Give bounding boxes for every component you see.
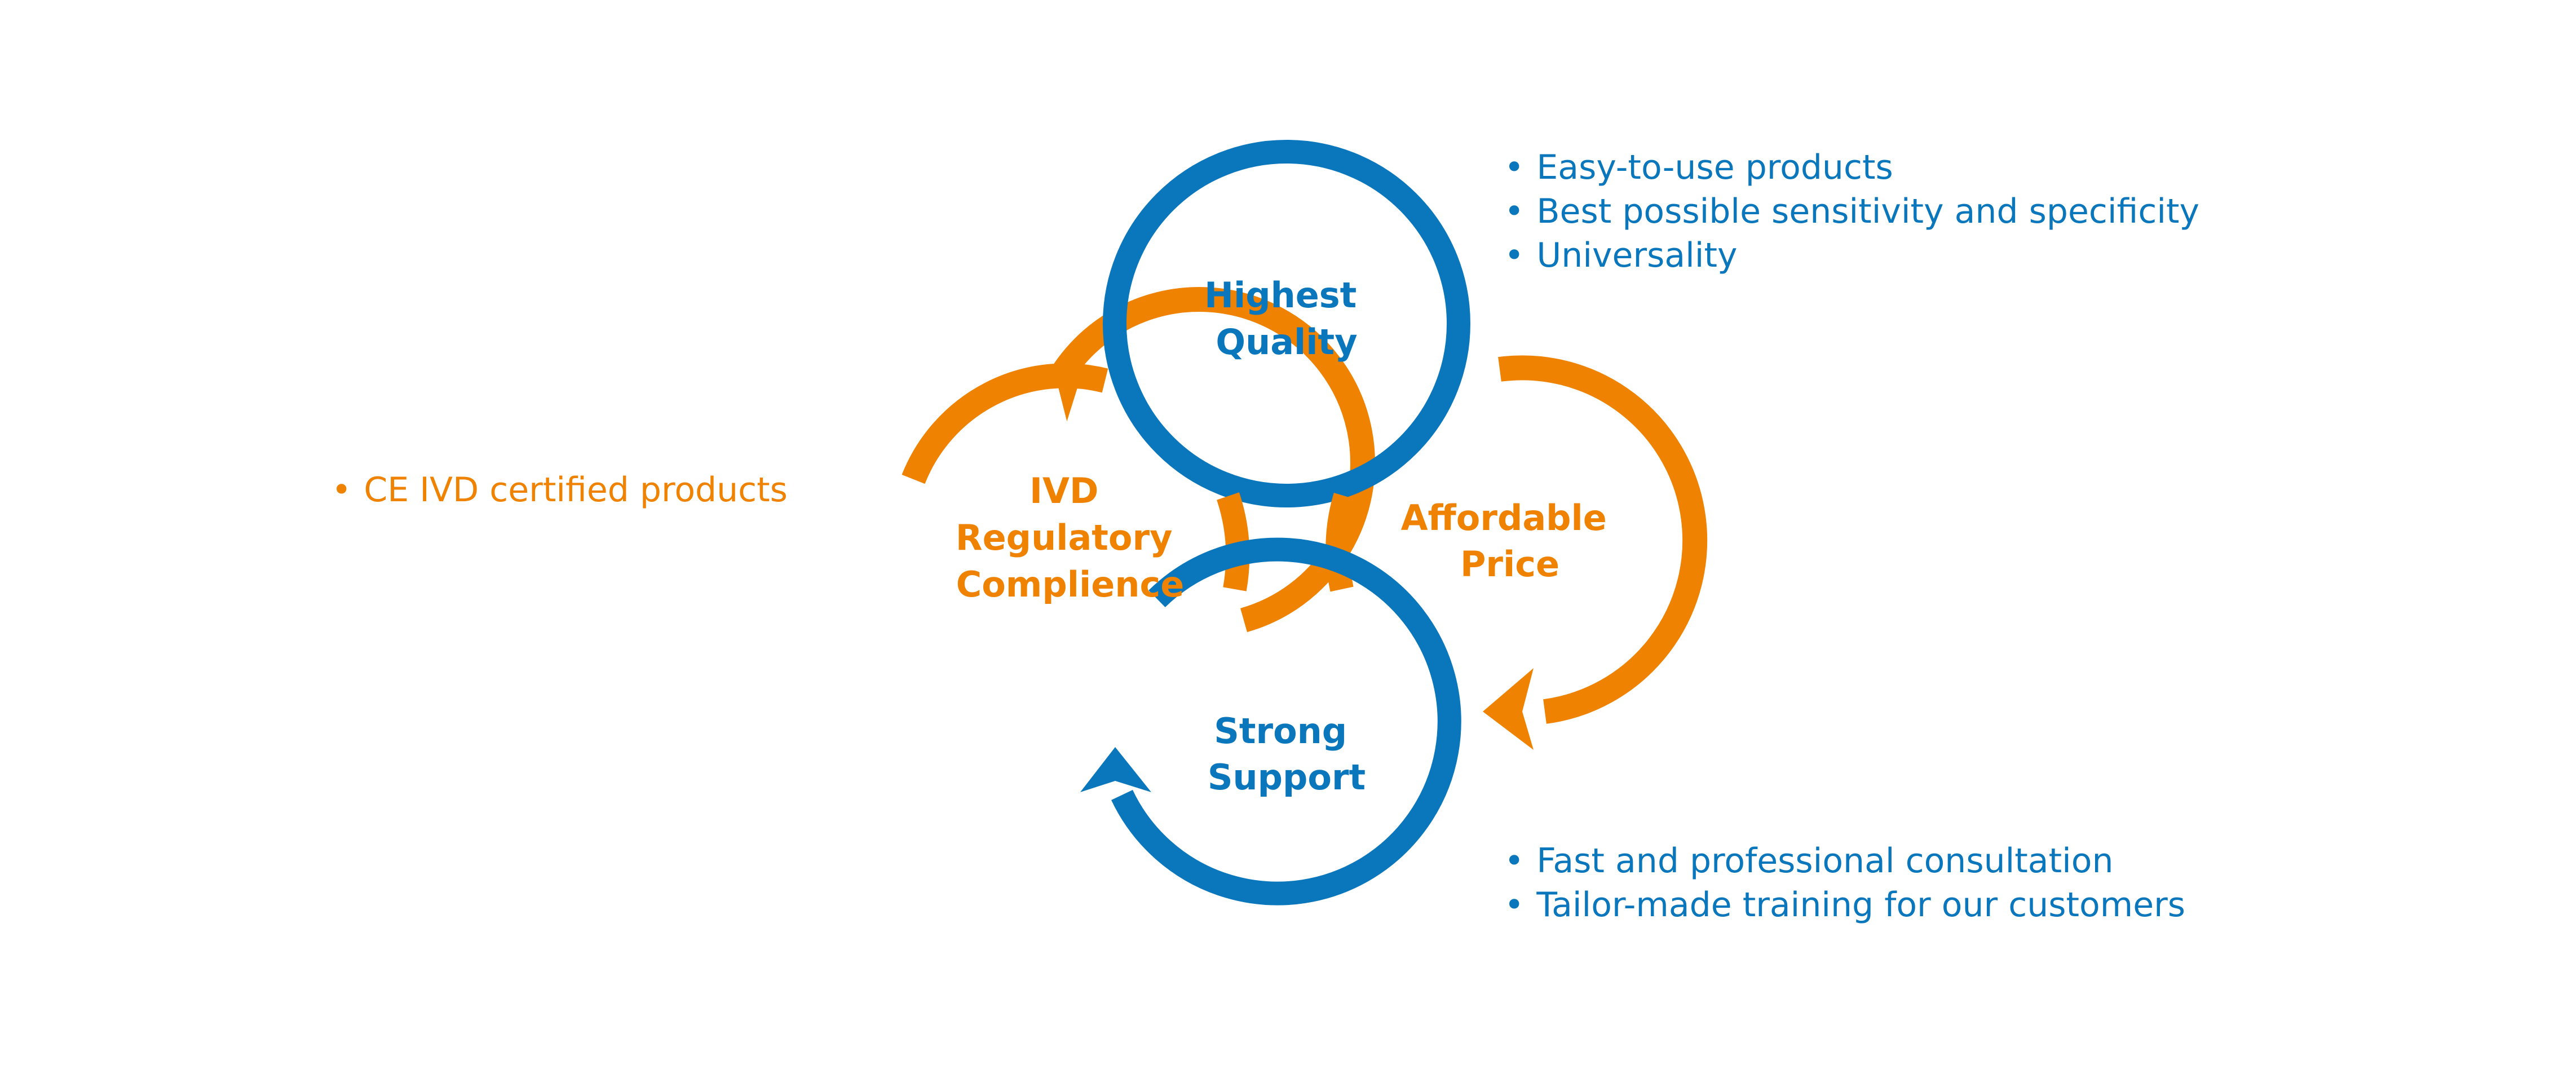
compliance-label-line: Regulatory [956,517,1173,558]
compliance-arrowhead-icon [1022,359,1086,422]
support-label-line: Strong [1214,710,1347,752]
quality-label-line: Quality [1216,321,1357,363]
price-label-line: Price [1460,544,1559,585]
quality-ring [1103,140,1470,507]
quality-bullet-list: Easy-to-use products Best possible sensi… [1504,145,2199,277]
price-arrowhead-icon [1483,668,1534,750]
quality-label: Highest Quality [1204,275,1369,363]
price-connector [1325,492,1357,592]
bullet-item: Universality [1504,233,2199,277]
compliance-connector [1217,492,1250,591]
bullet-item: Easy-to-use products [1504,145,2199,189]
compliance-label-line: Complience [956,564,1185,605]
support-arrowhead-icon [1080,747,1151,792]
support-ring [1080,537,1461,906]
support-label: Strong Support [1208,710,1366,798]
price-label: Affordable Price [1401,497,1619,585]
compliance-label: IVD Regulatory Complience [956,470,1185,605]
support-bullet-list: Fast and professional consultation Tailo… [1504,839,2185,927]
price-ring [1483,355,1708,750]
compliance-label-line: IVD [1029,470,1099,511]
bullet-item: CE IVD certified products [332,468,788,512]
price-arc [1498,355,1708,724]
quality-label-line: Highest [1204,275,1357,316]
support-label-line: Support [1208,757,1366,798]
support-arc [1111,537,1461,906]
price-label-line: Affordable [1401,497,1607,538]
bullet-item: Tailor-made training for our customers [1504,883,2185,927]
bullet-item: Best possible sensitivity and specificit… [1504,189,2199,233]
compliance-bullet-list: CE IVD certified products [332,468,788,512]
bullet-item: Fast and professional consultation [1504,839,2185,883]
